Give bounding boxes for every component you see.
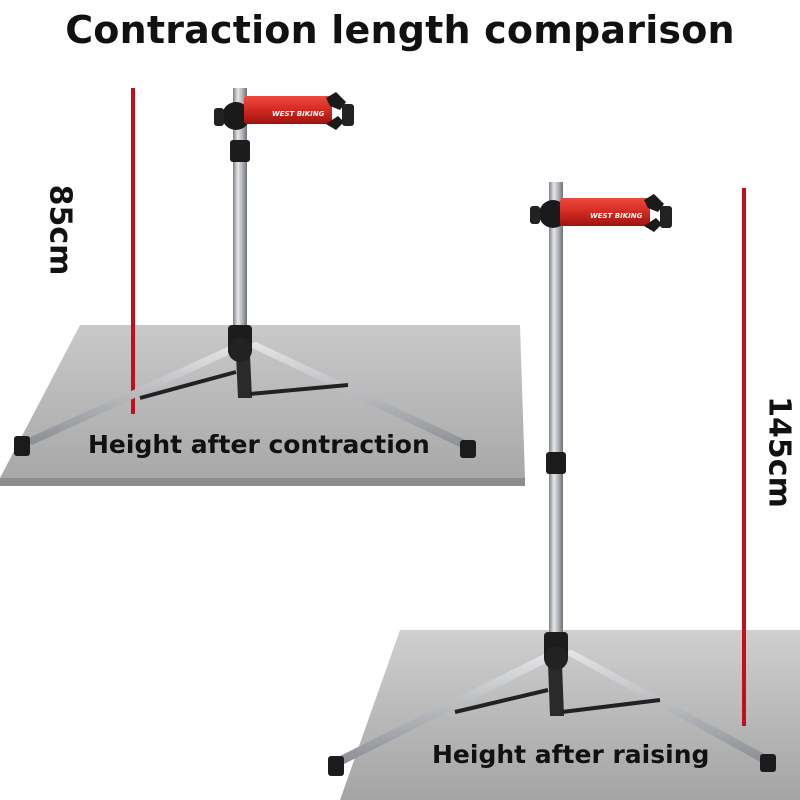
right-height-label: 145cm [761,396,797,508]
right-stand-tube [549,182,563,657]
left-clamp-head: WEST BIKING [214,92,354,130]
right-brand-logo: WEST BIKING [590,212,643,220]
left-caption: Height after contraction [88,430,430,459]
right-repair-stand: WEST BIKING [328,182,776,776]
left-height-label: 85cm [42,184,78,276]
right-stand-legs [328,650,776,776]
left-stand-legs [14,342,476,458]
page-title: Contraction length comparison [65,8,735,52]
right-caption: Height after raising [432,740,710,769]
right-floor-plane [340,630,800,800]
left-repair-stand: WEST BIKING [14,88,476,458]
right-clamp-head: WEST BIKING [530,194,672,232]
left-brand-logo: WEST BIKING [272,110,325,118]
